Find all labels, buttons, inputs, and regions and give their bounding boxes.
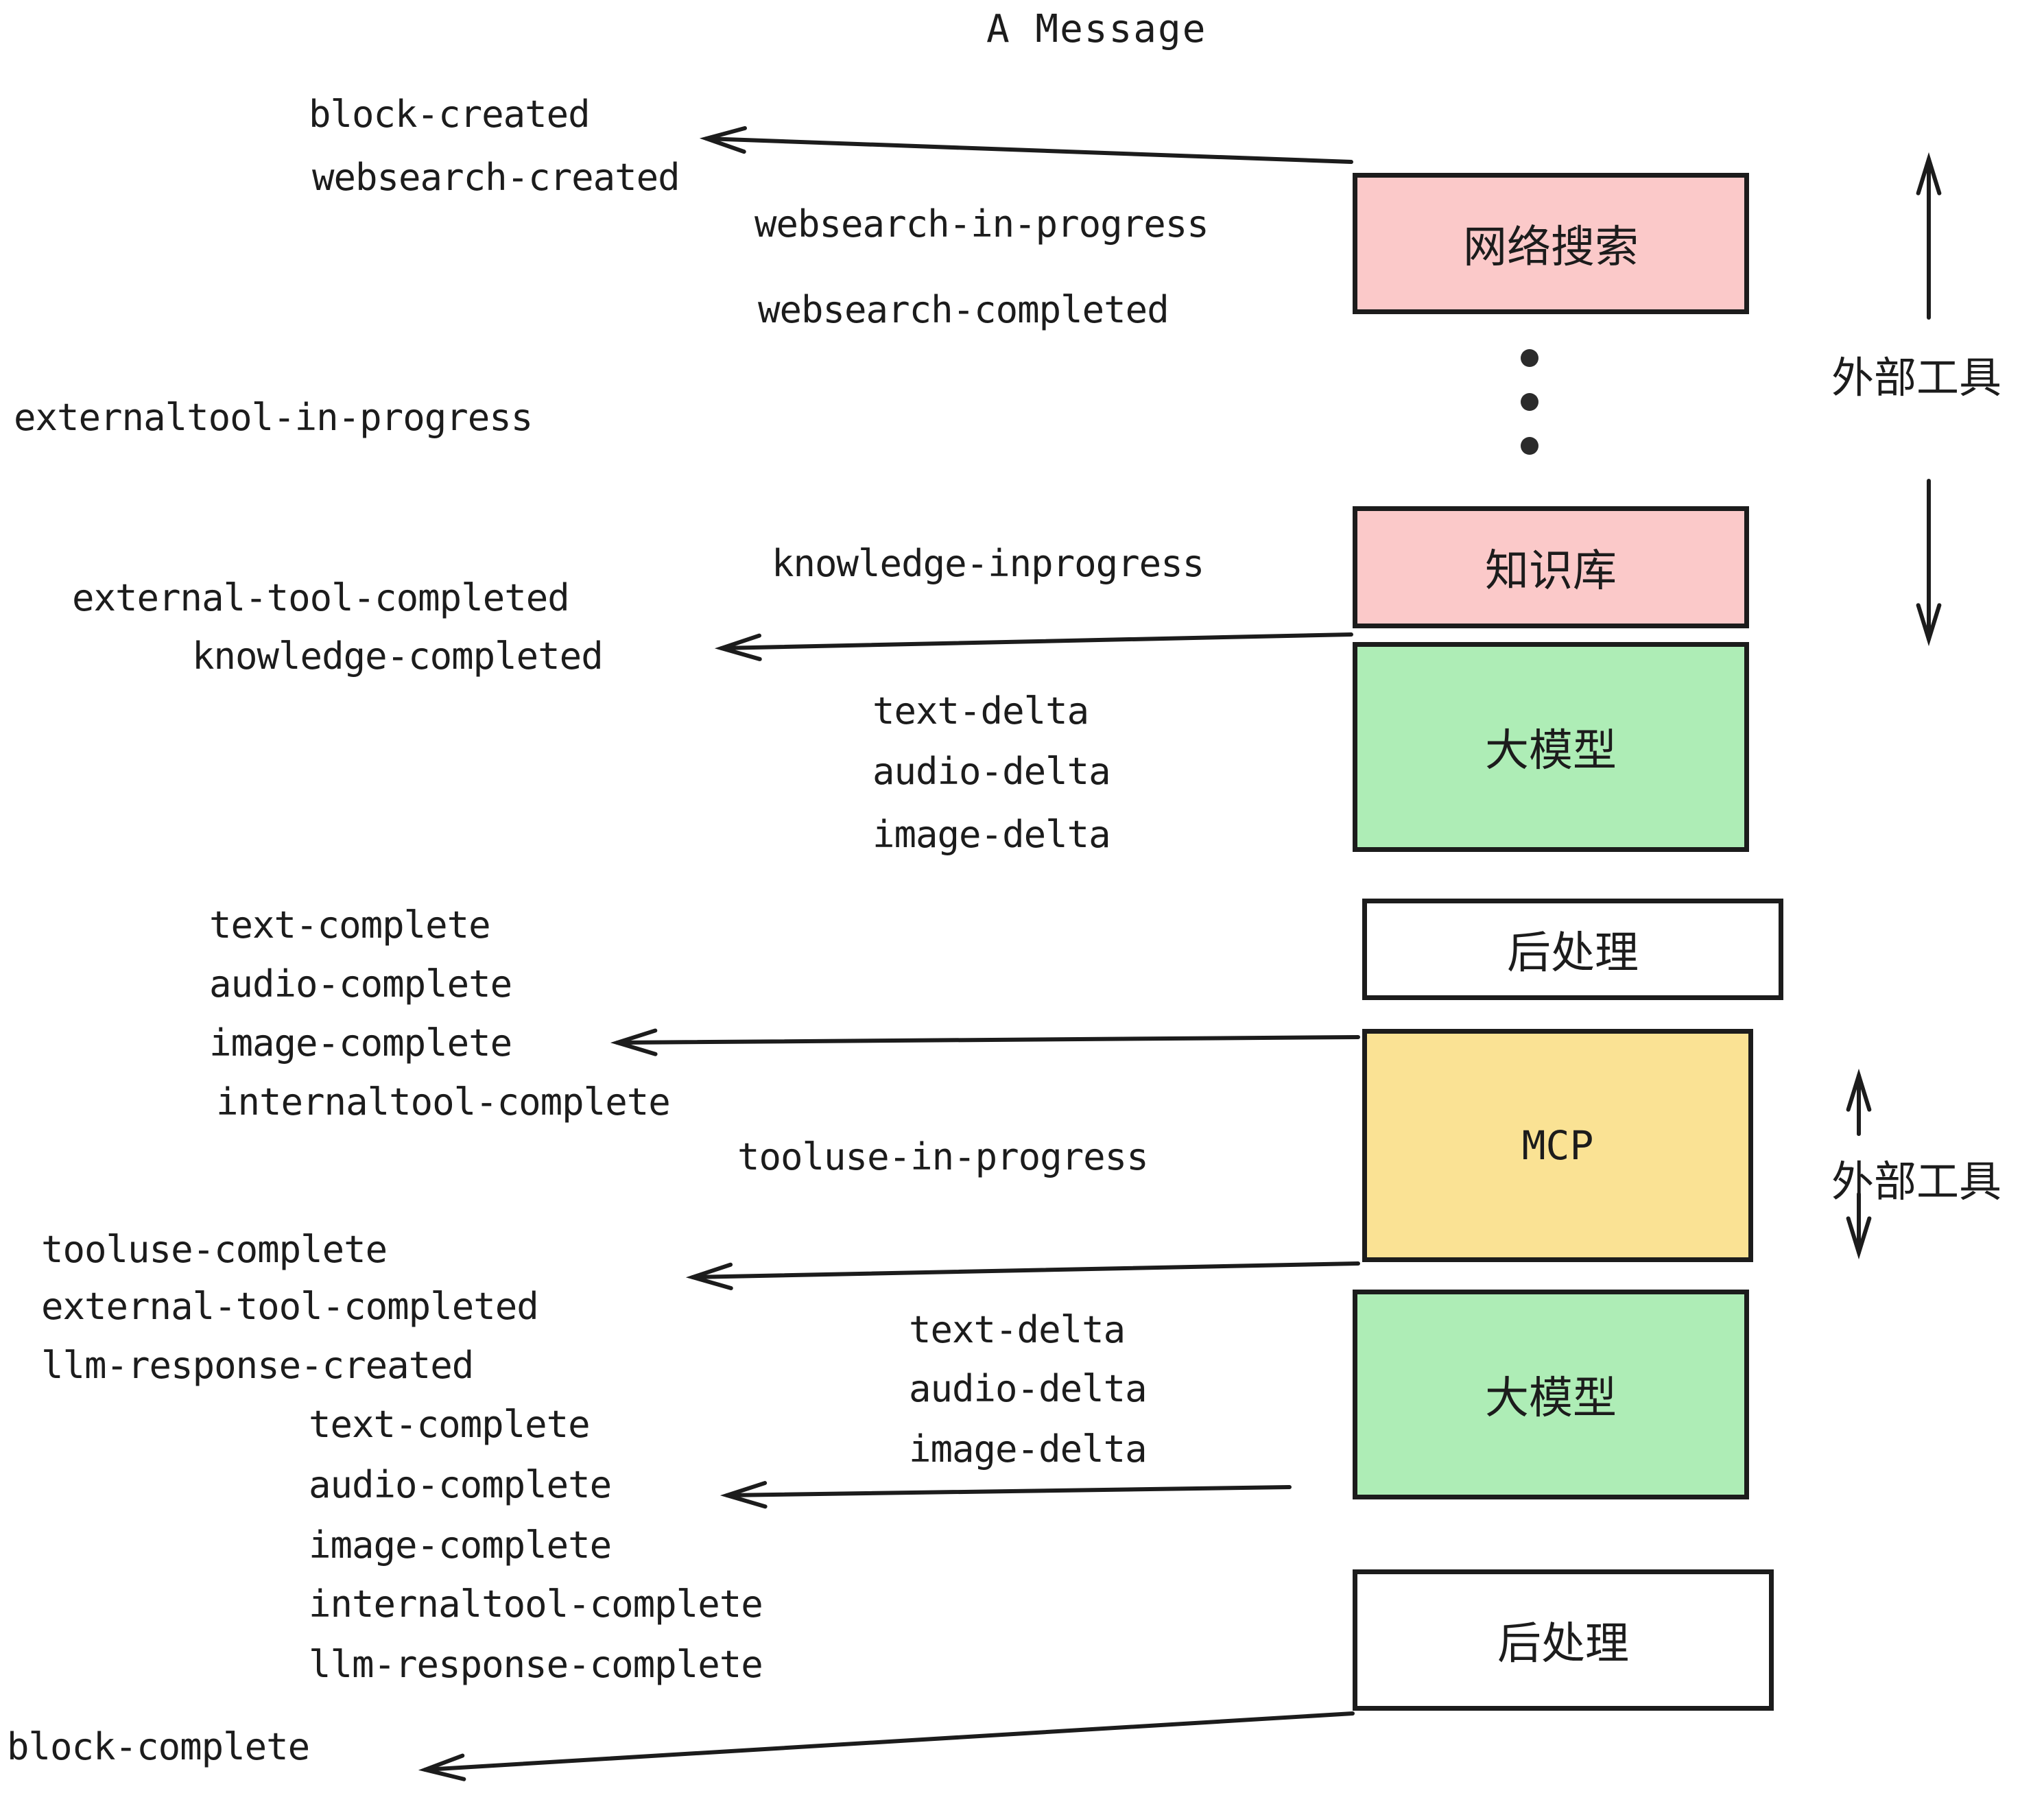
event-label-external-tool-completed-2: external-tool-completed [41,1285,539,1328]
arrow-websearch-to-blockcreated-arrowhead-icon [699,126,747,154]
arrow-knowledge-to-completed-line [720,632,1353,650]
event-label-knowledge-inprogress: knowledge-inprogress [772,542,1204,585]
event-label-websearch-completed: websearch-completed [758,288,1169,331]
event-label-internaltool-complete-1: internaltool-complete [216,1080,671,1124]
node-postproc2[interactable] [1353,1569,1774,1711]
arrow-llm2-to-audiocomplete-line [725,1485,1292,1497]
event-label-text-complete-2: text-complete [309,1403,591,1446]
event-label-image-delta-1: image-delta [872,813,1111,856]
event-label-tooluse-in-progress: tooluse-in-progress [737,1135,1149,1178]
event-label-audio-complete-1: audio-complete [209,962,512,1006]
node-mcp[interactable] [1362,1029,1753,1262]
event-label-knowledge-completed: knowledge-completed [192,634,604,678]
arrow-websearch-to-blockcreated-line [704,137,1353,164]
ellipsis-dot-icon [1521,437,1538,455]
arrow-mcp-to-tooluse-arrowhead-icon [685,1262,733,1290]
external-tool-range-upper-arrowhead-up-icon [1916,152,1942,195]
ellipsis-dot-icon [1521,393,1538,411]
event-label-image-delta-2: image-delta [909,1427,1148,1471]
event-label-text-delta-1: text-delta [872,689,1089,733]
node-llm1[interactable] [1353,642,1749,852]
event-label-audio-delta-2: audio-delta [909,1367,1148,1410]
node-label-websearch: 网络搜索 [1463,222,1639,273]
event-label-text-complete-1: text-complete [209,903,491,947]
side-label-external-tool-upper: 外部工具 [1831,353,2002,403]
node-websearch[interactable] [1353,173,1749,314]
arrow-postproc2-to-blockcomplete-arrowhead-icon [418,1753,466,1781]
node-label-postproc2: 后处理 [1497,1619,1629,1670]
node-label-mcp: MCP [1521,1122,1594,1169]
external-tool-range-lower-arrowhead-down-icon [1846,1216,1872,1260]
ellipsis-dot-icon [1521,349,1538,367]
node-label-llm1: 大模型 [1485,726,1617,776]
event-label-llm-response-created: llm-response-created [41,1344,474,1387]
arrow-postproc2-to-blockcomplete-line [423,1711,1355,1772]
node-knowledge[interactable] [1353,506,1749,628]
event-label-internaltool-complete-2: internaltool-complete [309,1582,763,1626]
node-label-postproc1: 后处理 [1507,928,1639,979]
arrow-llm2-to-audiocomplete-arrowhead-icon [720,1481,768,1509]
event-label-image-complete-1: image-complete [209,1021,512,1065]
event-label-text-delta-2: text-delta [909,1308,1126,1351]
event-label-websearch-in-progress: websearch-in-progress [754,202,1209,246]
arrow-mcp-to-tooluse-line [691,1261,1360,1279]
external-tool-range-upper-arrowhead-down-icon [1916,603,1942,647]
arrow-postproc1-to-imagecomplete-line [615,1035,1360,1045]
event-label-externaltool-in-progress: externaltool-in-progress [14,396,533,439]
event-label-websearch-created: websearch-created [312,156,680,199]
event-label-image-complete-2: image-complete [309,1523,612,1567]
node-llm2[interactable] [1353,1290,1749,1499]
page-title: A Message [986,7,1207,51]
event-label-tooluse-complete: tooluse-complete [41,1228,388,1271]
event-label-audio-delta-1: audio-delta [872,750,1111,793]
event-label-block-complete: block-complete [7,1725,310,1768]
event-label-llm-response-complete: llm-response-complete [309,1643,763,1686]
event-label-external-tool-completed-1: external-tool-completed [72,576,570,619]
node-postproc1[interactable] [1362,899,1783,1000]
side-label-external-tool-lower: 外部工具 [1831,1156,2002,1207]
external-tool-range-lower-arrowhead-up-icon [1846,1068,1872,1112]
node-label-llm2: 大模型 [1485,1373,1617,1424]
event-label-block-created: block-created [309,93,591,136]
arrow-postproc1-to-imagecomplete-arrowhead-icon [610,1028,658,1056]
node-label-knowledge: 知识库 [1485,546,1617,597]
event-label-audio-complete-2: audio-complete [309,1463,612,1506]
arrow-knowledge-to-completed-arrowhead-icon [714,633,762,661]
